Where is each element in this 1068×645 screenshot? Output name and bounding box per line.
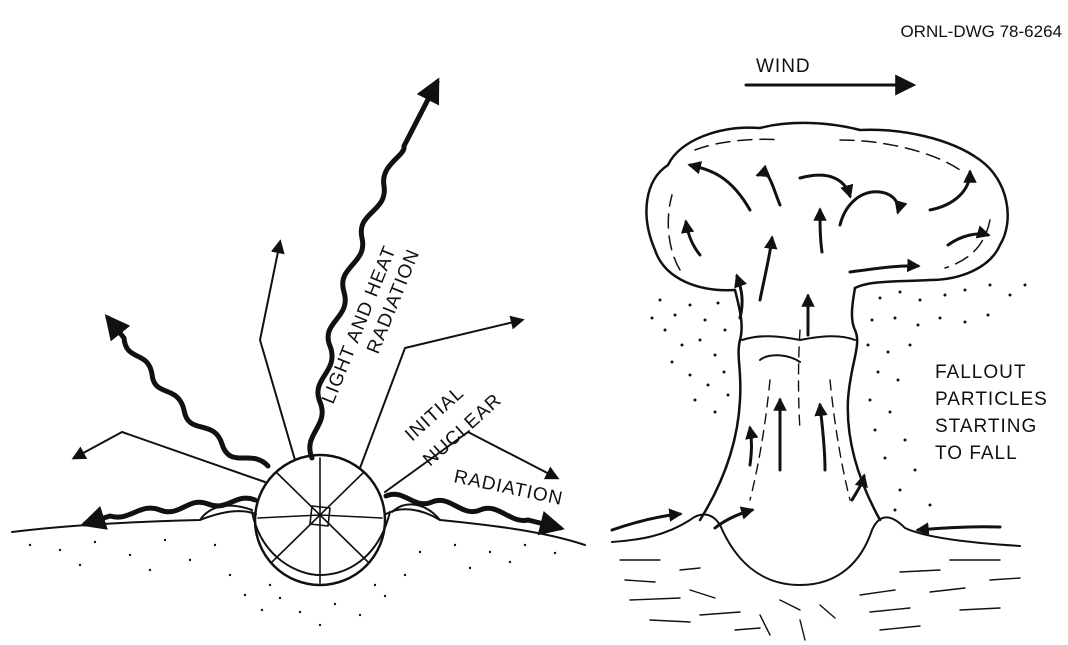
fallout-stipple-left [651, 299, 730, 414]
drawing-number: ORNL-DWG 78-6264 [900, 22, 1062, 41]
ground-hatching-right [620, 560, 1020, 640]
heat-wave-upleft [108, 318, 268, 466]
nuclear-arrow-up [260, 242, 295, 460]
cloud-stem-right [848, 288, 880, 520]
left-burst-panel: LIGHT AND HEAT RADIATION INITIAL NUCLEAR… [12, 82, 585, 626]
mound-right [392, 504, 440, 520]
fallout-line-4: TO FALL [935, 443, 1018, 464]
cloud-cap-inner [668, 139, 990, 270]
fallout-line-1: FALLOUT [935, 362, 1026, 383]
fallout-line-3: STARTING [935, 416, 1037, 437]
stem-streaks [750, 330, 850, 500]
ground-stipple-left [29, 539, 556, 626]
fireball-cracks [258, 458, 382, 583]
cloud-circulation-arrows [612, 165, 1000, 530]
fallout-label: FALLOUT PARTICLES STARTING TO FALL [935, 362, 1054, 464]
light-heat-radiation-arrows [85, 82, 560, 528]
right-cloud-panel: WIND [612, 56, 1054, 640]
ground-line-left [12, 509, 585, 545]
wind-label: WIND [756, 56, 811, 77]
cloud-stem-left [700, 290, 742, 520]
ground-line-right [612, 515, 1020, 585]
fallout-line-2: PARTICLES [935, 389, 1048, 410]
